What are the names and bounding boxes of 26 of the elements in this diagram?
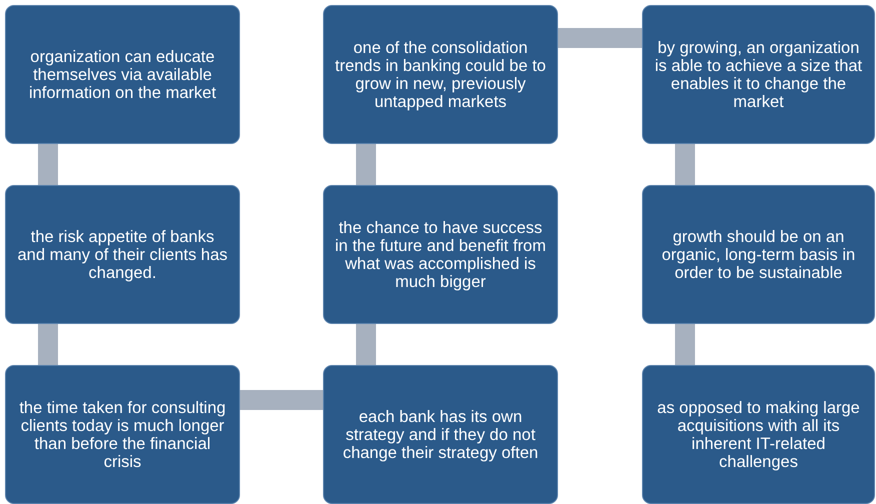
process-box bbox=[323, 185, 558, 324]
connector-bar bbox=[558, 28, 642, 48]
box-text: as opposed to making large acquisitions with all its inherent IT-related challenges bbox=[656, 398, 861, 470]
process-box bbox=[642, 365, 875, 504]
box-text: the risk appetite of banks and many of their clients has changed. bbox=[16, 228, 229, 282]
connector-bar bbox=[356, 324, 376, 365]
connector-bar bbox=[356, 144, 376, 185]
connector-bar bbox=[675, 144, 695, 185]
box-text: growth should be on an organic, long-term basis in order to be sustainable bbox=[660, 228, 856, 282]
connector-bar bbox=[38, 144, 58, 185]
connector-bar bbox=[38, 324, 58, 365]
box-text: one of the consolidation trends in banking could be to grow in new, previously untapped markets bbox=[334, 38, 547, 110]
box-text: each bank has its own strategy and if they do not change their strategy often bbox=[342, 408, 540, 462]
process-box bbox=[323, 5, 558, 144]
box-text: by growing, an organization is able to achieve a size that enables it to change the market bbox=[654, 38, 864, 110]
connector-bar bbox=[240, 390, 323, 410]
process-box bbox=[642, 185, 875, 324]
connector-bar bbox=[675, 324, 695, 365]
box-text: organization can educate themselves via available information on the market bbox=[28, 48, 218, 102]
process-box bbox=[323, 365, 558, 504]
process-box bbox=[5, 5, 240, 144]
process-box bbox=[5, 185, 240, 324]
process-box bbox=[5, 365, 240, 504]
box-text: the chance to have success in the future and benefit from what was accomplished is much bigger bbox=[334, 218, 547, 290]
box-text: the time taken for consulting clients today is much longer than before the financial crisis bbox=[18, 398, 227, 470]
process-box bbox=[642, 5, 875, 144]
